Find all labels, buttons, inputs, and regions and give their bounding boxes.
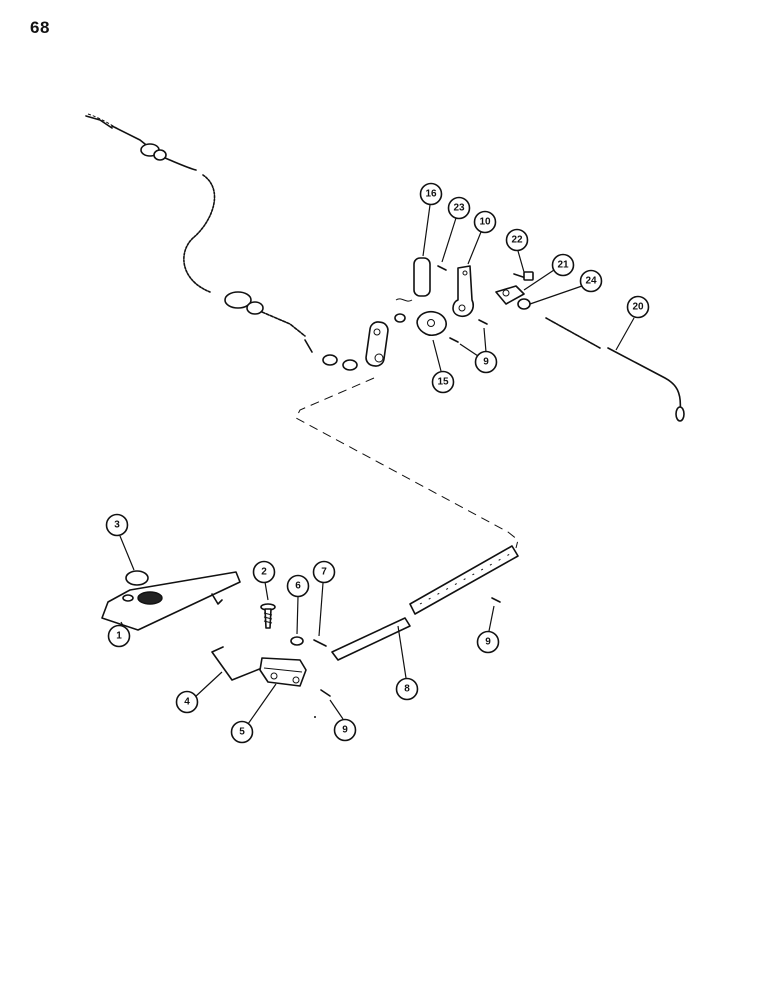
connection-dashed-line	[295, 377, 519, 549]
upper-linkage-arm	[365, 321, 389, 367]
pedal-pad-3	[125, 570, 149, 586]
svg-text:6: 6	[295, 581, 301, 592]
svg-text:7: 7	[321, 567, 327, 578]
svg-text:21: 21	[557, 260, 569, 271]
callout-1: 1	[107, 621, 131, 648]
throttle-cable	[85, 113, 358, 371]
callout-8: 8	[395, 625, 419, 701]
svg-text:9: 9	[342, 725, 348, 736]
lever-10	[452, 265, 475, 318]
callout-2: 2	[252, 560, 276, 601]
spring-16	[413, 257, 431, 297]
callout-23: 23	[441, 196, 471, 263]
svg-text:3: 3	[114, 520, 120, 531]
pin-23	[437, 265, 447, 271]
callout-9-upper: 9	[459, 327, 498, 374]
svg-text:15: 15	[437, 377, 449, 388]
speck	[314, 716, 316, 718]
svg-text:2: 2	[261, 567, 267, 578]
bolt-22	[513, 271, 534, 281]
callout-10: 10	[467, 210, 497, 265]
svg-text:8: 8	[404, 684, 410, 695]
pedal-1	[101, 571, 241, 631]
svg-text:20: 20	[632, 302, 644, 313]
callout-21: 21	[523, 253, 575, 291]
callout-22: 22	[505, 228, 529, 273]
callout-4: 4	[175, 671, 223, 714]
svg-text:9: 9	[483, 357, 489, 368]
pin-7	[313, 639, 327, 647]
callout-6: 6	[286, 574, 310, 635]
callout-9-lower: 9	[329, 699, 357, 742]
svg-text:9: 9	[485, 637, 491, 648]
page-number: 68	[30, 18, 50, 37]
callout-15: 15	[431, 339, 455, 394]
callout-9-right: 9	[476, 605, 500, 654]
callout-3: 3	[105, 513, 135, 571]
svg-text:23: 23	[453, 203, 465, 214]
svg-text:4: 4	[184, 697, 190, 708]
callout-24: 24	[529, 269, 603, 305]
svg-text:1: 1	[116, 631, 122, 642]
pin-9-upper-a	[478, 319, 488, 325]
screw-2	[260, 603, 276, 629]
washer-6	[290, 636, 304, 646]
svg-text:22: 22	[511, 235, 523, 246]
clevis-21	[495, 285, 525, 305]
bellcrank-15	[416, 310, 447, 337]
svg-text:5: 5	[239, 727, 245, 738]
pin-9-lower-b	[491, 597, 501, 603]
pin-9-upper-b	[449, 337, 459, 343]
rod-20	[545, 317, 685, 422]
pin-9-lower-a	[320, 689, 331, 697]
nut-24	[517, 298, 531, 310]
callout-16: 16	[419, 182, 443, 257]
svg-text:16: 16	[425, 189, 437, 200]
svg-text:24: 24	[585, 276, 597, 287]
callout-20: 20	[615, 295, 650, 351]
bracket-4	[211, 646, 263, 681]
svg-text:10: 10	[479, 217, 491, 228]
small-washers	[394, 298, 413, 323]
hinge-5	[259, 657, 307, 687]
callout-7: 7	[312, 560, 336, 637]
callout-5: 5	[230, 683, 277, 744]
shaft-8	[331, 545, 519, 661]
